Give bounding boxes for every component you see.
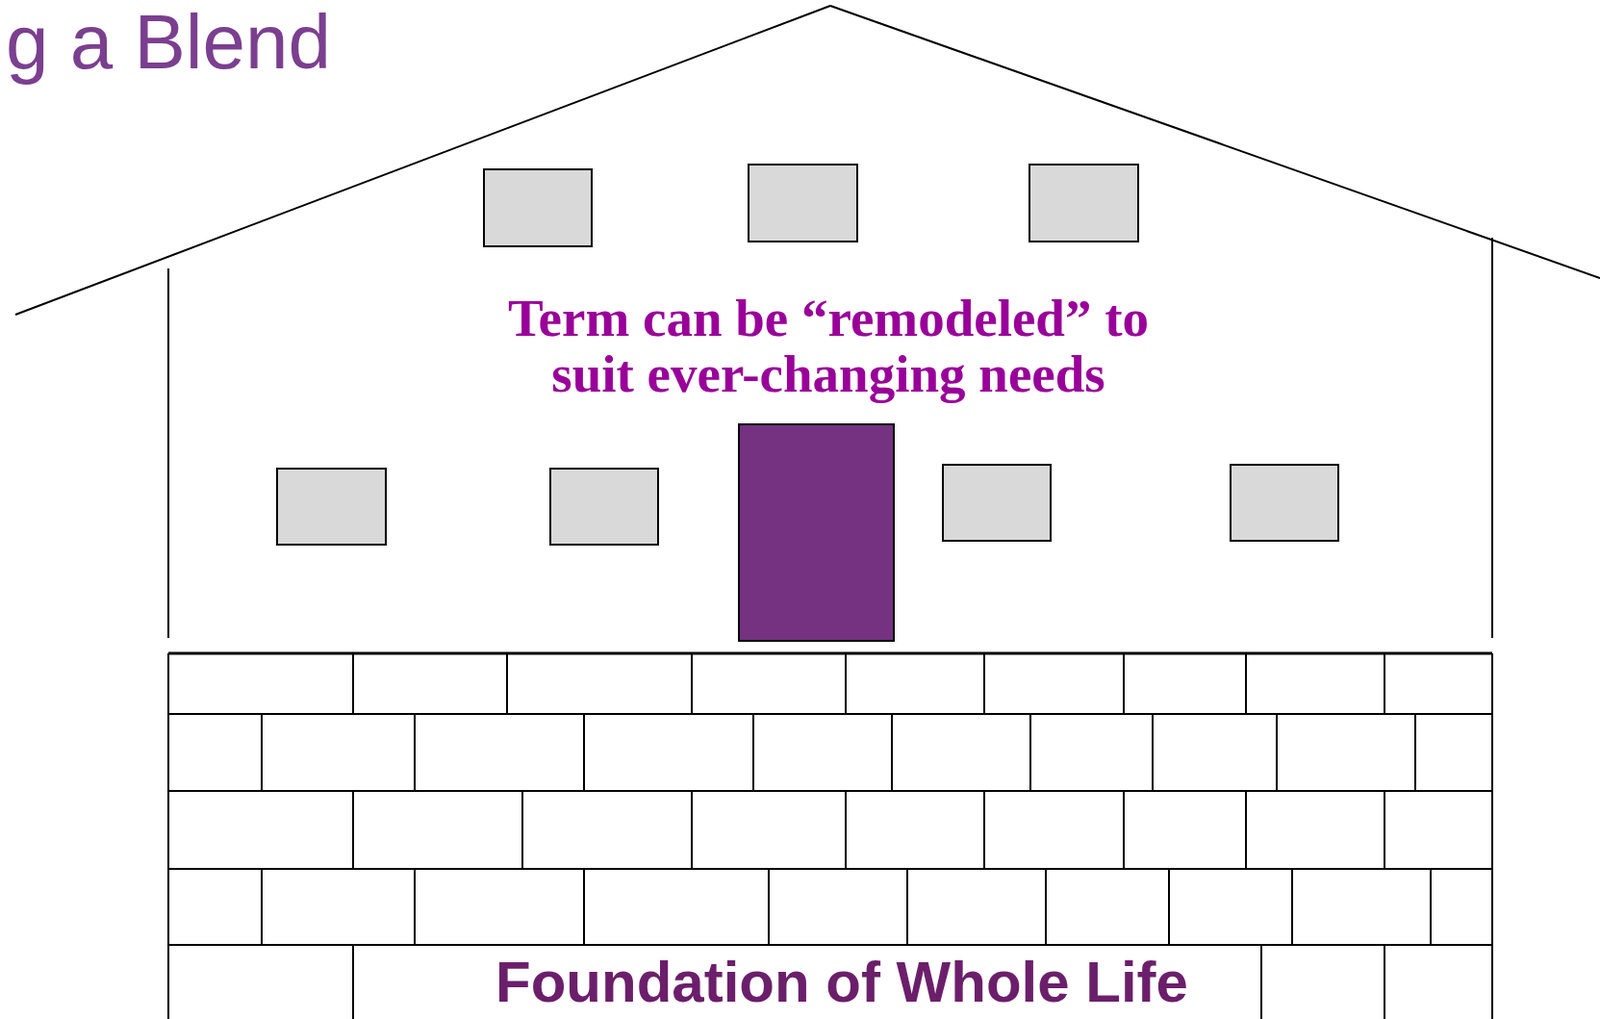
house-caption: Term can be “remodeled” to suit ever-cha…	[482, 290, 1175, 403]
house-body: Term can be “remodeled” to suit ever-cha…	[168, 279, 1493, 414]
foundation-caption: Foundation of Whole Life	[489, 951, 1194, 1014]
foundation-band: Foundation of Whole Life	[168, 653, 1493, 1019]
slide-title: g a Blend	[5, 1, 331, 83]
